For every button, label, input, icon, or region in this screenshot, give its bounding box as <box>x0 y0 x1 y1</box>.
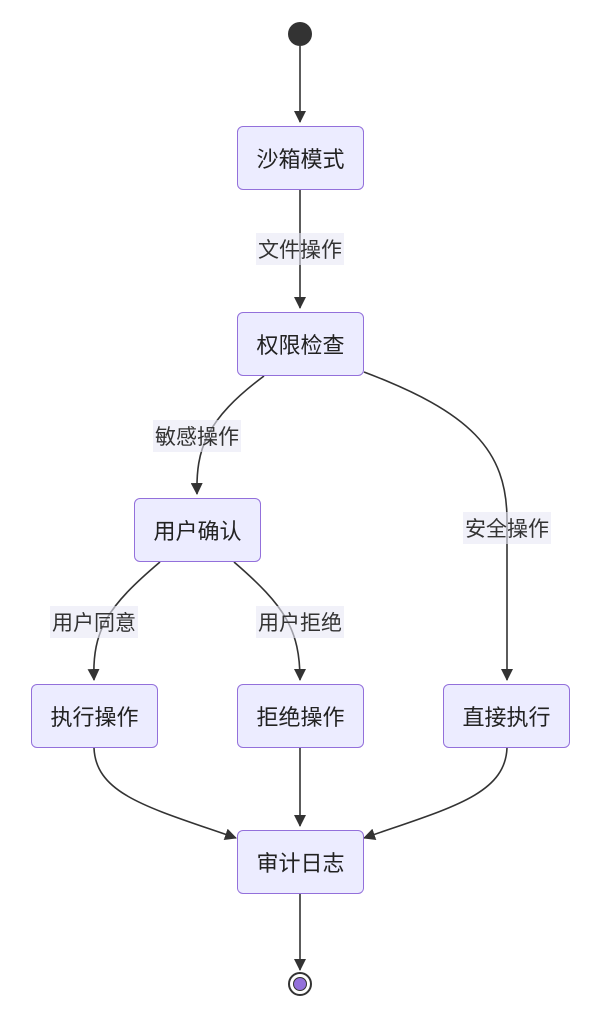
state-execute: 执行操作 <box>31 684 158 748</box>
edge-direct-to-audit <box>363 747 508 841</box>
label-file-operation: 文件操作 <box>256 233 344 265</box>
label-user-reject: 用户拒绝 <box>256 606 344 638</box>
state-sandbox: 沙箱模式 <box>237 126 364 190</box>
edge-execute-to-audit <box>93 747 237 841</box>
state-direct-execute: 直接执行 <box>443 684 570 748</box>
label-safe-operation: 安全操作 <box>463 512 551 544</box>
label-sensitive-operation: 敏感操作 <box>153 420 241 452</box>
state-permission-check: 权限检查 <box>237 312 364 376</box>
start-state <box>288 22 312 46</box>
state-reject: 拒绝操作 <box>237 684 364 748</box>
label-user-agree: 用户同意 <box>50 606 138 638</box>
state-user-confirm: 用户确认 <box>134 498 261 562</box>
edge-permission-to-direct <box>363 371 513 681</box>
state-audit-log: 审计日志 <box>237 830 364 894</box>
end-state <box>288 972 312 996</box>
